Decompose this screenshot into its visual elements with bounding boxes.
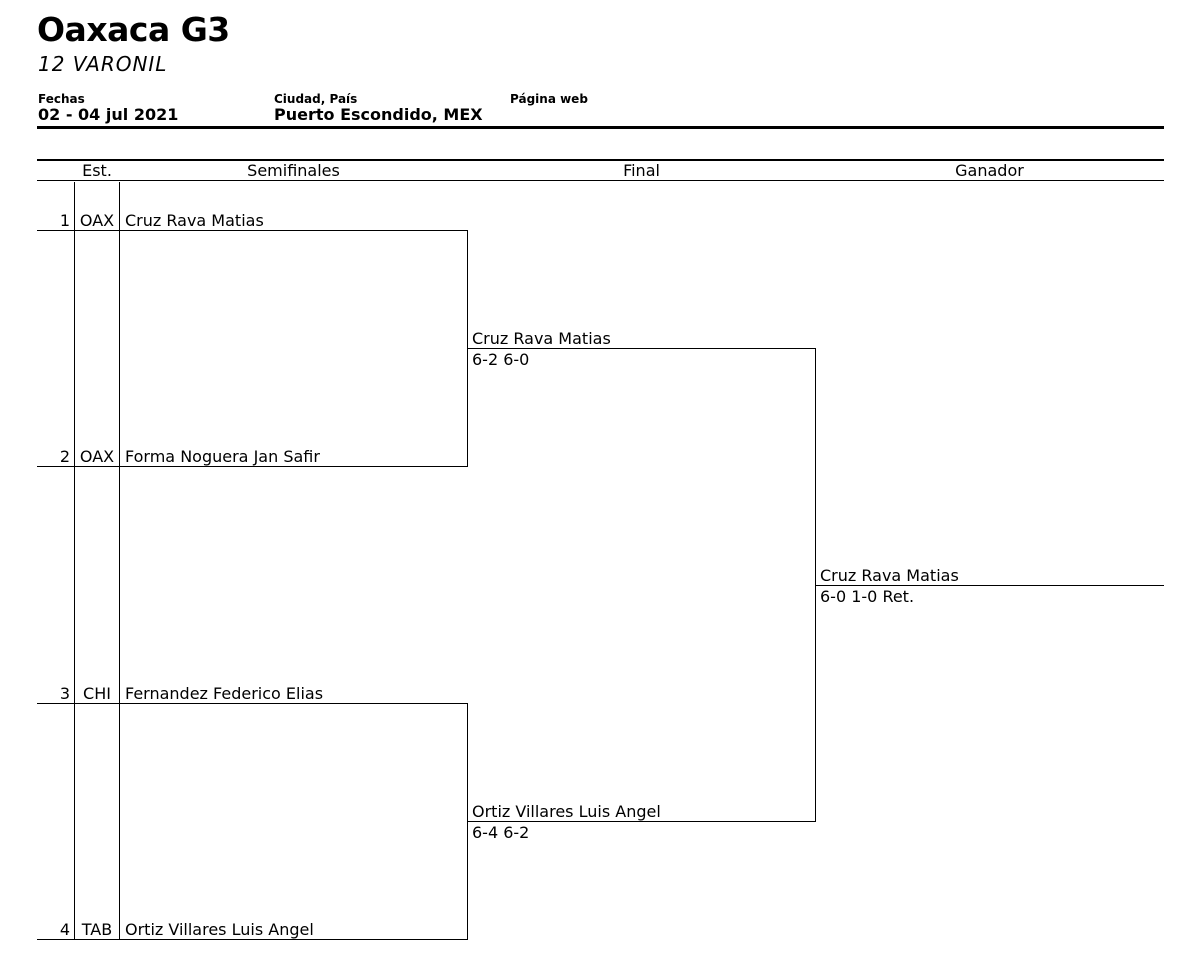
finalist-line [468, 348, 816, 349]
entry-player-name: Fernandez Federico Elias [125, 684, 324, 703]
entry-line [37, 703, 468, 704]
winner-line [816, 585, 1164, 586]
finalist-name: Ortiz Villares Luis Angel [472, 802, 661, 821]
entry-line [37, 230, 468, 231]
city-value: Puerto Escondido, MEX [274, 105, 483, 124]
column-header-est: Est. [82, 161, 112, 180]
state-column-separator [119, 182, 120, 940]
entry-seed: 3 [59, 684, 70, 703]
semifinal-score: 6-2 6-0 [472, 350, 530, 369]
entry-state: CHI [83, 684, 111, 703]
finalist-line [468, 821, 816, 822]
winner-name: Cruz Rava Matias [820, 566, 959, 585]
tournament-title: Oaxaca G3 [37, 10, 230, 49]
entry-player-name: Cruz Rava Matias [125, 211, 264, 230]
entry-seed: 1 [59, 211, 70, 230]
draw-category: 12 VARONIL [38, 52, 168, 76]
column-header-top-rule [37, 159, 1164, 161]
column-header-bottom-rule [37, 180, 1164, 181]
website-label: Página web [510, 92, 588, 106]
entry-player-name: Ortiz Villares Luis Angel [125, 920, 314, 939]
finalist-name: Cruz Rava Matias [472, 329, 611, 348]
entry-state: OAX [79, 447, 115, 466]
city-label: Ciudad, País [274, 92, 358, 106]
final-connector [815, 348, 816, 822]
entry-seed: 4 [59, 920, 70, 939]
entry-player-name: Forma Noguera Jan Safir [125, 447, 320, 466]
column-header-final: Final [623, 161, 660, 180]
entry-line [37, 939, 468, 940]
entry-seed: 2 [59, 447, 70, 466]
entry-state: OAX [79, 211, 115, 230]
dates-value: 02 - 04 jul 2021 [38, 105, 179, 124]
column-header-semifinals: Semifinales [247, 161, 340, 180]
seed-column-separator [74, 182, 75, 940]
semifinal-score: 6-4 6-2 [472, 823, 530, 842]
dates-label: Fechas [38, 92, 85, 106]
header-divider [37, 126, 1164, 129]
entry-line [37, 466, 468, 467]
semifinal-connector [467, 230, 468, 467]
semifinal-connector [467, 703, 468, 940]
final-score: 6-0 1-0 Ret. [820, 587, 915, 606]
entry-state: TAB [81, 920, 113, 939]
column-header-winner: Ganador [955, 161, 1024, 180]
